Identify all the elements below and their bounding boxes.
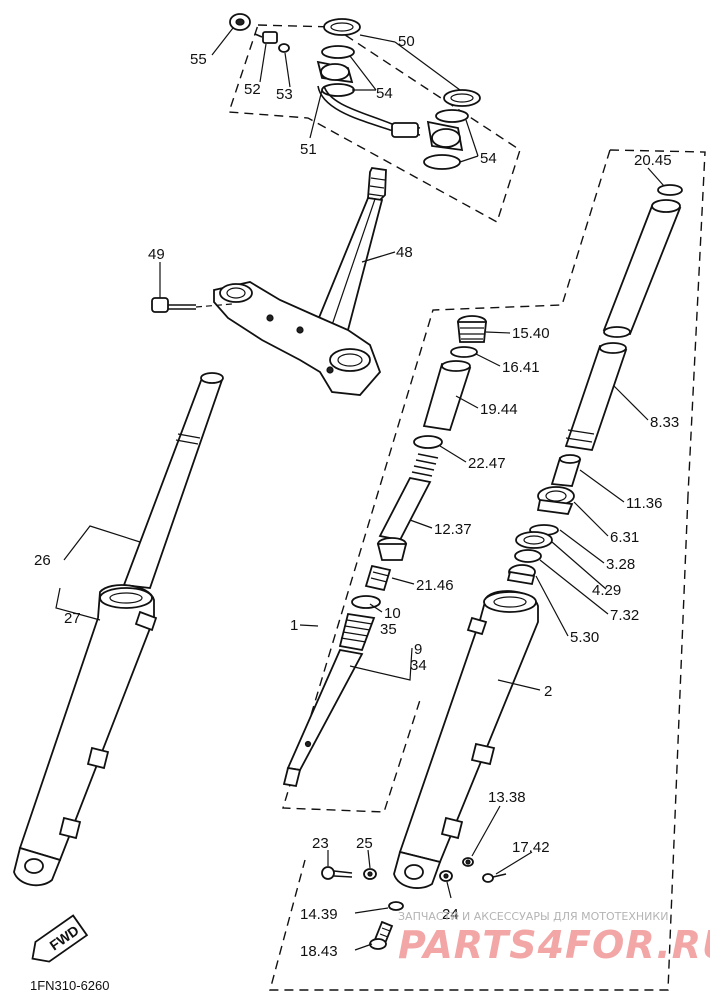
callout-24: 24 <box>442 906 459 923</box>
callout-6-31: 6.31 <box>610 529 639 546</box>
under-bracket <box>213 281 382 396</box>
callout-35: 35 <box>380 621 397 638</box>
damper-seat-21-46 <box>364 537 408 592</box>
guide-6-31 <box>536 486 575 515</box>
spacer-19-44 <box>422 360 472 432</box>
outer-tube-2 <box>393 590 539 889</box>
nut-13-38 <box>462 857 474 867</box>
inner-tube-upper <box>602 199 682 338</box>
callout-12-37: 12.37 <box>434 521 472 538</box>
inner-tube-8-33 <box>564 342 628 452</box>
ring-10-35 <box>351 595 381 609</box>
right-fork-parts <box>393 184 683 889</box>
callout-21-46: 21.46 <box>416 577 454 594</box>
damper-parts <box>282 315 487 788</box>
callout-19-44: 19.44 <box>480 401 518 418</box>
cap-bolt-15-40 <box>457 315 487 343</box>
callout-54-lower: 54 <box>480 150 497 167</box>
callout-51: 51 <box>300 141 317 158</box>
seal-rings-54 <box>321 45 469 170</box>
oil-seal-4-29 <box>515 531 553 549</box>
callout-34: 34 <box>410 657 427 674</box>
callout-7-32: 7.32 <box>610 607 639 624</box>
washer-24 <box>439 870 453 882</box>
callout-22-47: 22.47 <box>468 455 506 472</box>
brake-hose-assembly <box>229 13 481 170</box>
callout-16-41: 16.41 <box>502 359 540 376</box>
callout-26: 26 <box>34 552 51 569</box>
seal-rings-50 <box>323 18 481 107</box>
lower-fork-group-outline <box>269 494 689 991</box>
damper-rod-1 <box>282 612 376 788</box>
forward-direction-arrow: FWD <box>31 914 89 963</box>
callout-11-36: 11.36 <box>626 495 662 512</box>
callout-10: 10 <box>384 605 401 622</box>
right-fork-group-outline <box>609 149 706 496</box>
watermark-tagline: ЗАПЧАСТИ И АКСЕССУАРЫ ДЛЯ МОТОТЕХНИКИ <box>398 910 668 923</box>
clip-7-32 <box>514 549 542 563</box>
inner-fork-group-outline <box>282 149 611 813</box>
dust-seal-5-30 <box>506 564 536 586</box>
bolt-23 <box>321 866 353 880</box>
callout-52: 52 <box>244 81 261 98</box>
callout-labels: 55 50 52 53 54 54 51 20.45 49 48 15.40 1… <box>34 33 679 960</box>
callout-54-upper: 54 <box>376 85 393 102</box>
bushing-11-36 <box>550 454 582 487</box>
callout-4-29: 4.29 <box>592 582 621 599</box>
drawing-code: 1FN310-6260 <box>30 978 110 993</box>
washer-22-47 <box>413 435 443 449</box>
washer-14-39 <box>388 901 404 911</box>
drain-bolt-18-43 <box>369 920 394 950</box>
callout-27: 27 <box>64 610 81 627</box>
bolt-52 <box>254 31 278 44</box>
callout-48: 48 <box>396 244 413 261</box>
callout-17-42: 17.42 <box>512 839 550 856</box>
small-hardware <box>321 857 507 950</box>
callout-15-40: 15.40 <box>512 325 550 342</box>
washer-25 <box>363 868 377 880</box>
callout-23: 23 <box>312 835 329 852</box>
left-fork-assembly <box>13 372 224 887</box>
callout-8-33: 8.33 <box>650 414 679 431</box>
leader-lines <box>55 27 665 951</box>
callout-5-30: 5.30 <box>570 629 599 646</box>
callout-2: 2 <box>544 683 552 700</box>
callout-25: 25 <box>356 835 373 852</box>
callout-13-38: 13.38 <box>488 789 526 806</box>
callout-9: 9 <box>414 641 422 658</box>
callout-53: 53 <box>276 86 293 103</box>
callout-1: 1 <box>290 617 298 634</box>
nut-55 <box>229 13 251 31</box>
callout-14-39: 14.39 <box>300 906 338 923</box>
steering-stem-48 <box>314 167 387 332</box>
callout-3-28: 3.28 <box>606 556 635 573</box>
callout-55: 55 <box>190 51 207 68</box>
washer-53 <box>278 43 290 53</box>
callout-49: 49 <box>148 246 165 263</box>
screw-17-42 <box>482 873 507 883</box>
watermark: ЗАПЧАСТИ И АКСЕССУАРЫ ДЛЯ МОТОТЕХНИКИ PA… <box>398 910 710 967</box>
callout-18-43: 18.43 <box>300 943 338 960</box>
watermark-logo: PARTS4FOR.RU <box>398 923 710 967</box>
circlip-20-45 <box>657 184 683 196</box>
callout-50: 50 <box>398 33 415 50</box>
o-ring-16-41 <box>450 346 478 358</box>
callout-20-45: 20.45 <box>634 152 672 169</box>
